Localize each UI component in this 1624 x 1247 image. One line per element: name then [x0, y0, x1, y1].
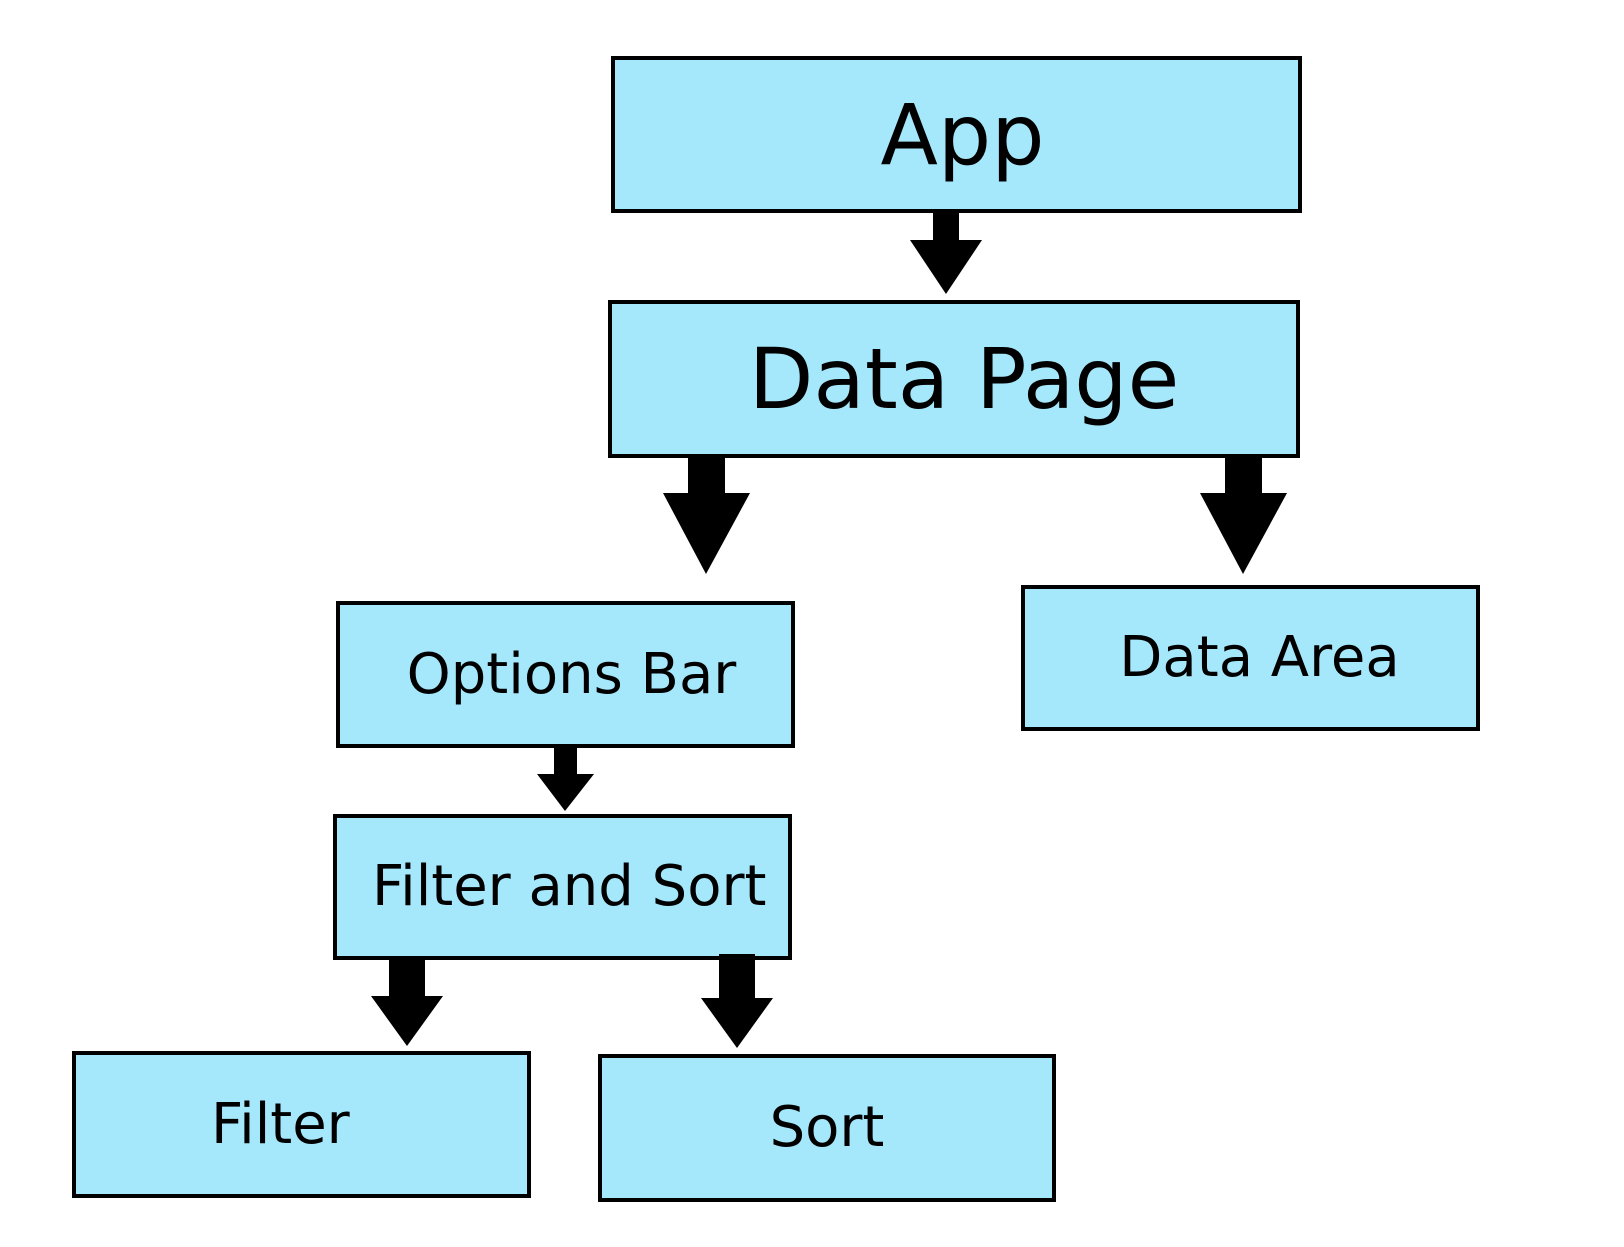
arrow-data-page-to-data-area	[1200, 456, 1287, 574]
node-data-page-label: Data Page	[748, 330, 1180, 428]
arrow-app-to-data-page	[910, 212, 982, 294]
arrow-filter-and-sort-to-sort	[701, 954, 773, 1048]
arrow-app-to-data-page-shape	[910, 212, 982, 294]
node-data-page: Data Page	[608, 300, 1300, 458]
arrow-filter-and-sort-to-sort-shape	[701, 954, 773, 1048]
node-app-label: App	[880, 85, 1045, 184]
node-filter-label: Filter	[211, 1091, 350, 1157]
node-filter-and-sort: Filter and Sort	[333, 814, 792, 960]
arrow-filter-and-sort-to-filter-shape	[371, 958, 443, 1046]
node-sort: Sort	[598, 1054, 1056, 1202]
node-filter: Filter	[72, 1051, 531, 1198]
node-options-bar: Options Bar	[336, 601, 795, 748]
node-filter-and-sort-label: Filter and Sort	[372, 854, 767, 919]
node-options-bar-label: Options Bar	[406, 641, 737, 707]
node-data-area: Data Area	[1021, 585, 1480, 731]
arrow-options-bar-to-filter-and-sort	[537, 746, 594, 811]
node-app: App	[611, 56, 1302, 213]
arrow-data-page-to-options-bar	[663, 456, 750, 574]
arrow-data-page-to-data-area-shape	[1200, 456, 1287, 574]
node-data-area-label: Data Area	[1119, 625, 1400, 690]
arrow-data-page-to-options-bar-shape	[663, 456, 750, 574]
node-sort-label: Sort	[769, 1095, 885, 1160]
arrow-filter-and-sort-to-filter	[371, 958, 443, 1046]
arrow-options-bar-to-filter-and-sort-shape	[537, 746, 594, 811]
